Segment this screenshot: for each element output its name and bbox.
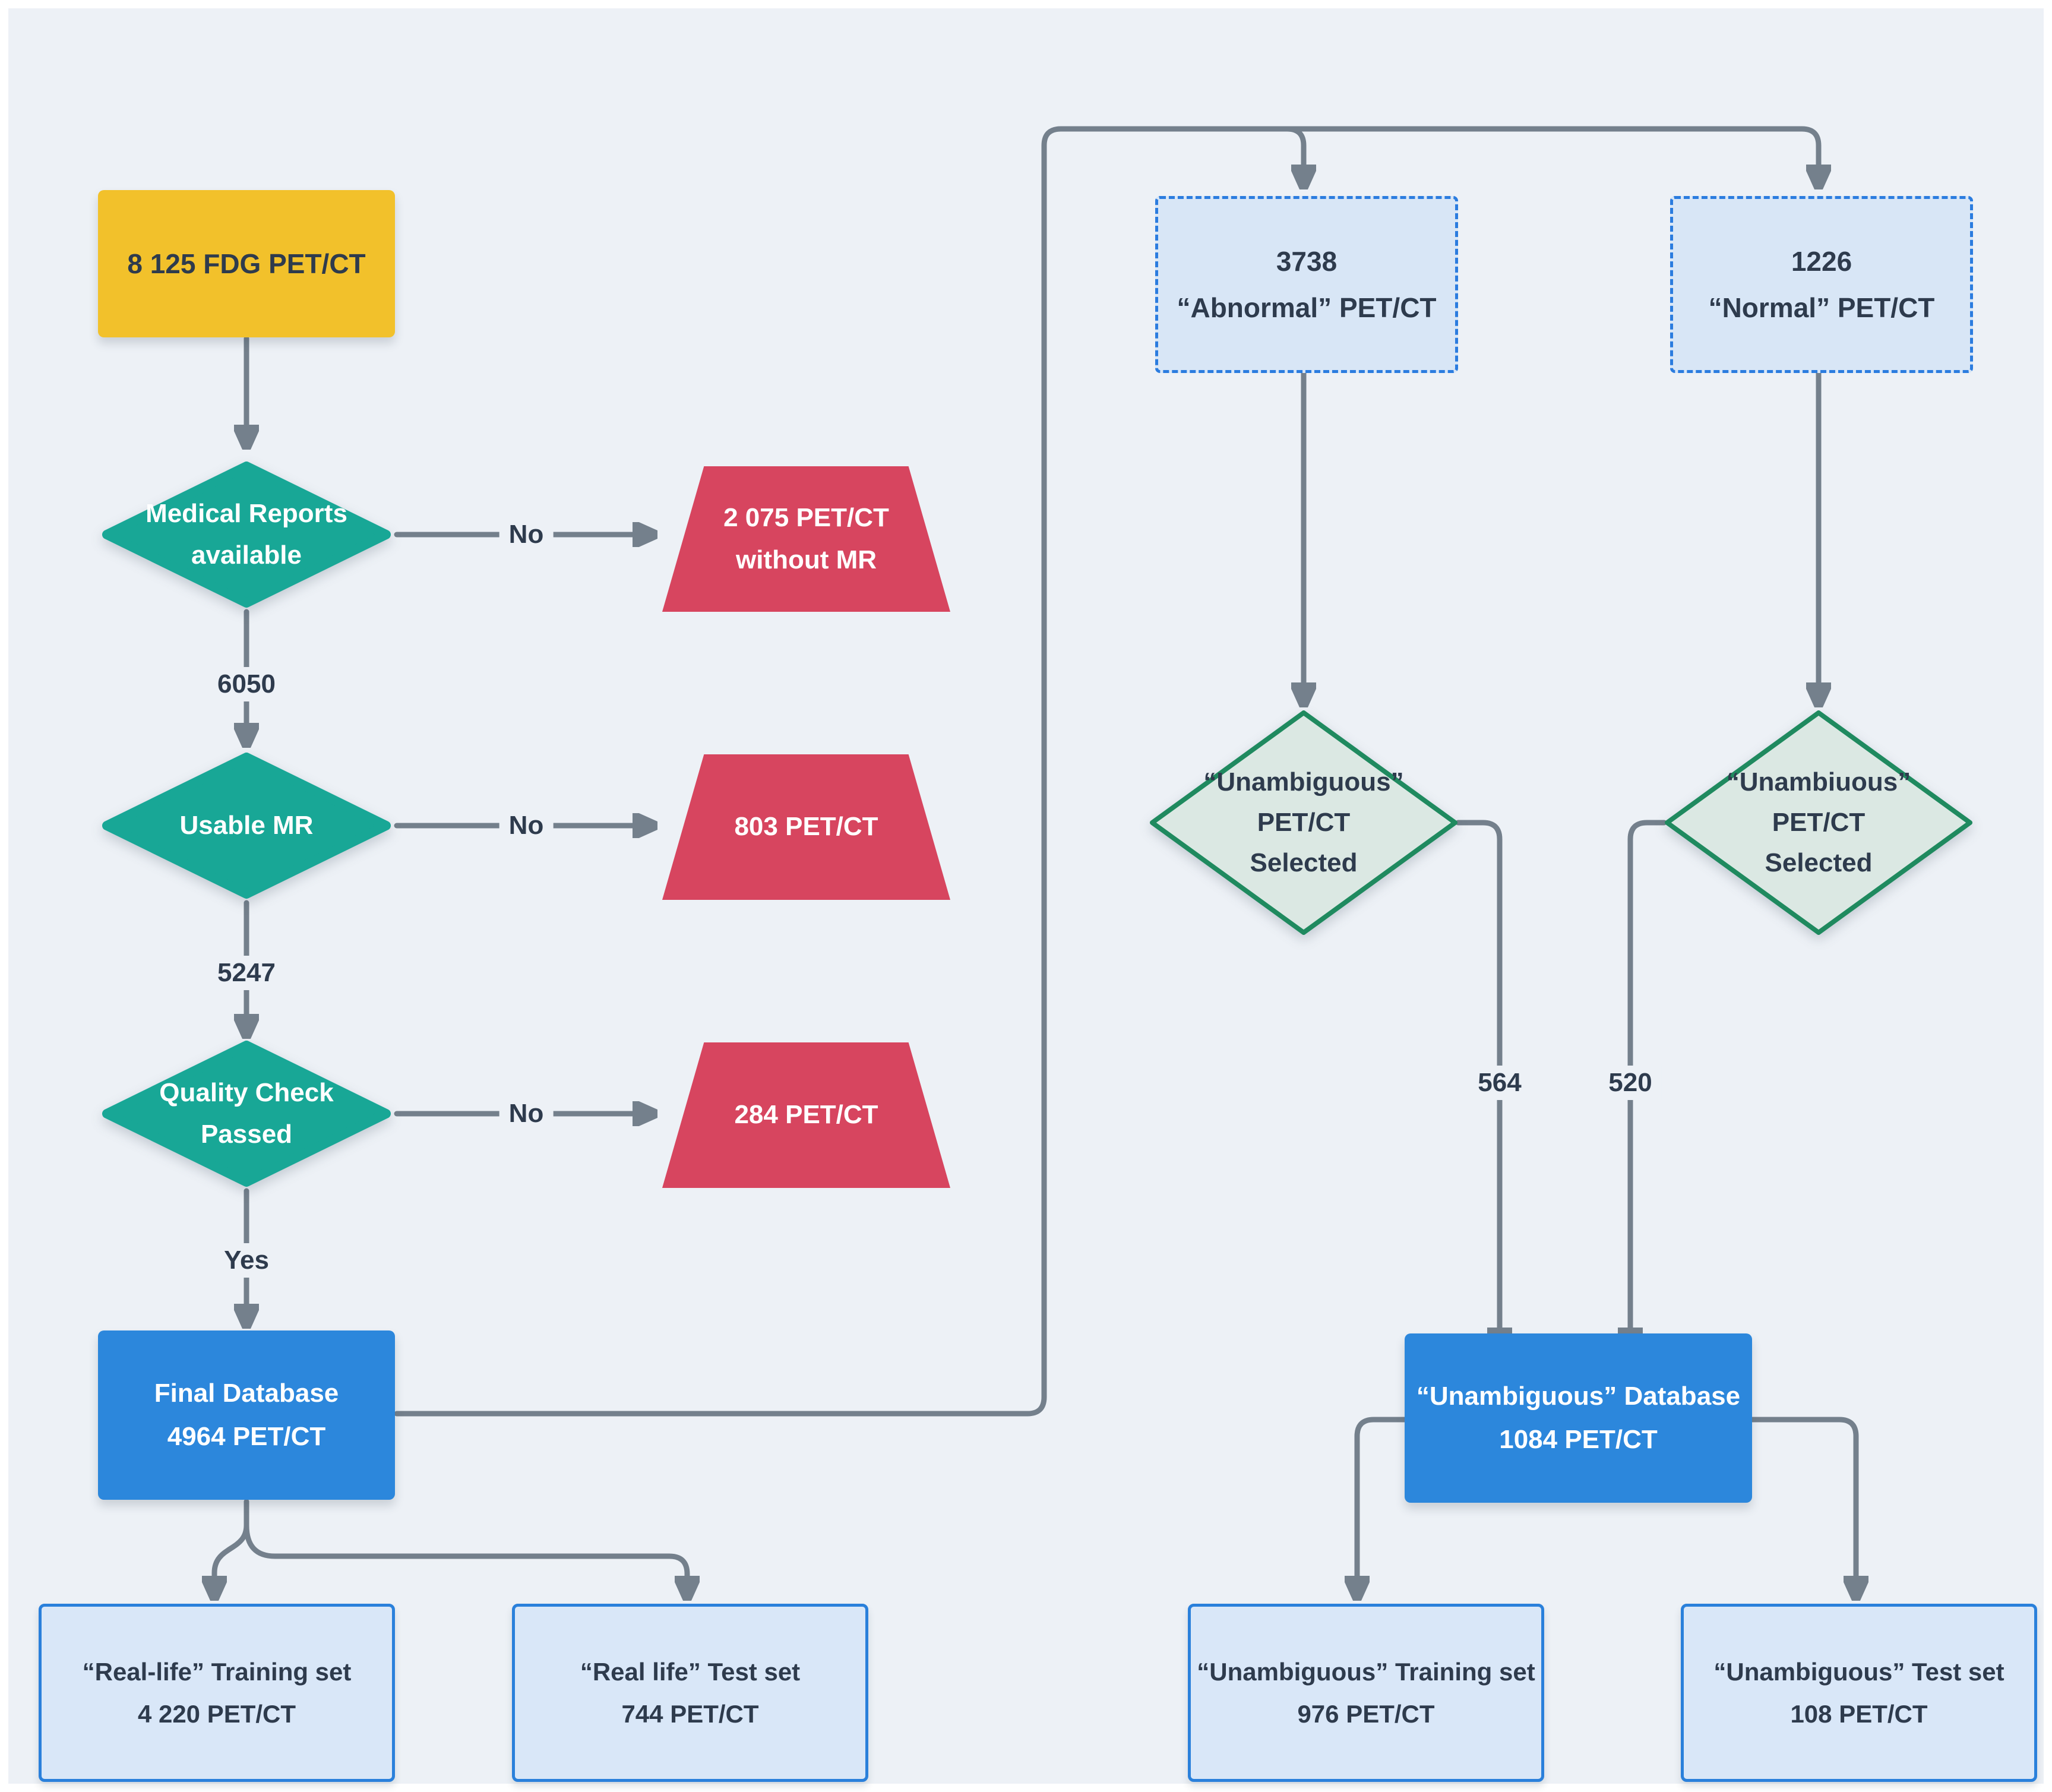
- unambiguous-database-line2: 1084 PET/CT: [1499, 1424, 1658, 1454]
- final-database-node: Final Database 4964 PET/CT: [98, 1330, 395, 1500]
- real-life-test-line2: 744 PET/CT: [621, 1700, 759, 1728]
- decision-quality-check-line1: Quality Check: [159, 1077, 334, 1107]
- edge-db-to-unambiguous-training: [1357, 1417, 1408, 1595]
- diamond-shape: [1665, 710, 1972, 935]
- start-label: 8 125 FDG PET/CT: [127, 248, 366, 279]
- unambiguous-training-line2: 976 PET/CT: [1297, 1700, 1435, 1728]
- abnormal-count: 3738: [1276, 245, 1338, 277]
- unambiguous-test-set-node: “Unambiguous” Test set 108 PET/CT: [1681, 1604, 2037, 1782]
- real-life-training-set-node: “Real-life” Training set 4 220 PET/CT: [39, 1604, 395, 1782]
- unambiguous-training-set-node: “Unambiguous” Training set 976 PET/CT: [1188, 1604, 1544, 1782]
- excluded-without-mr-node: 2 075 PET/CT without MR: [662, 466, 950, 612]
- unambiguous-test-line2: 108 PET/CT: [1790, 1700, 1928, 1728]
- diamond-shape: [1150, 710, 1457, 935]
- decision-medical-reports-line2: available: [191, 541, 302, 570]
- edge-label-no-quality: No: [499, 1096, 554, 1131]
- edge-db-to-unambiguous-test: [1749, 1417, 1856, 1595]
- edge-label-no-usable: No: [499, 808, 554, 843]
- decision-usable-mr-line1: Usable MR: [179, 810, 314, 840]
- diamond-shape: [102, 753, 391, 899]
- unambiguous-database-line1: “Unambiguous” Database: [1416, 1381, 1741, 1411]
- abnormal-petct-node: 3738 “Abnormal” PET/CT: [1155, 196, 1458, 373]
- edge-label-yes: Yes: [214, 1243, 279, 1278]
- edge-final-to-real-test: [244, 1522, 687, 1595]
- normal-petct-node: 1226 “Normal” PET/CT: [1670, 196, 1973, 373]
- excluded-unusable-mr-node: 803 PET/CT: [662, 754, 950, 900]
- selected-normal-line2: PET/CT: [1772, 807, 1866, 837]
- diamond-shape: [102, 462, 391, 608]
- selected-abnormal-line1: “Unambiguous”: [1203, 767, 1404, 797]
- start-node-fdg-petct: 8 125 FDG PET/CT: [98, 190, 395, 337]
- excluded-without-mr-line2: without MR: [735, 545, 877, 574]
- normal-count: 1226: [1791, 245, 1852, 277]
- selected-normal-line3: Selected: [1765, 848, 1873, 878]
- excluded-without-mr-line1: 2 075 PET/CT: [723, 503, 889, 533]
- edge-label-no-reports: No: [499, 517, 554, 552]
- edge-label-count-564: 564: [1468, 1066, 1531, 1100]
- unambiguous-database-node: “Unambiguous” Database 1084 PET/CT: [1405, 1333, 1752, 1503]
- selected-abnormal-line3: Selected: [1250, 848, 1358, 878]
- edge-selected-normal-to-db: [1630, 820, 1667, 1347]
- decision-quality-check-line2: Passed: [200, 1120, 293, 1149]
- final-database-line1: Final Database: [154, 1378, 339, 1408]
- real-life-training-line2: 4 220 PET/CT: [137, 1700, 296, 1728]
- selected-unambiguous-abnormal: “Unambiguous” PET/CT Selected: [1146, 707, 1461, 938]
- unambiguous-test-line1: “Unambiguous” Test set: [1713, 1657, 2004, 1686]
- edge-label-count-5247: 5247: [208, 956, 285, 990]
- edge-label-count-6050: 6050: [208, 667, 285, 701]
- decision-medical-reports-line1: Medical Reports: [146, 498, 347, 528]
- edge-selected-abnormal-to-db: [1455, 820, 1500, 1347]
- decision-usable-mr: Usable MR: [101, 751, 392, 900]
- real-life-training-line1: “Real-life” Training set: [82, 1657, 352, 1686]
- selected-abnormal-line2: PET/CT: [1257, 807, 1351, 837]
- normal-label: “Normal” PET/CT: [1708, 292, 1935, 323]
- real-life-test-line1: “Real life” Test set: [580, 1657, 801, 1686]
- real-life-test-set-node: “Real life” Test set 744 PET/CT: [512, 1604, 868, 1782]
- selected-normal-line1: “Unambiuous”: [1726, 767, 1911, 797]
- excluded-unusable-mr-line1: 803 PET/CT: [734, 812, 878, 842]
- edge-final-to-real-training: [214, 1499, 249, 1595]
- decision-medical-reports: Medical Reports available: [101, 460, 392, 609]
- selected-unambiguous-normal: “Unambiuous” PET/CT Selected: [1661, 707, 1976, 938]
- edge-label-count-520: 520: [1599, 1066, 1662, 1100]
- excluded-quality-node: 284 PET/CT: [662, 1042, 950, 1188]
- edge-final-to-abnormal: [1284, 126, 1304, 184]
- diamond-shape: [102, 1041, 391, 1187]
- excluded-quality-line1: 284 PET/CT: [734, 1100, 878, 1130]
- abnormal-label: “Abnormal” PET/CT: [1177, 292, 1437, 323]
- unambiguous-training-line1: “Unambiguous” Training set: [1197, 1657, 1535, 1686]
- edge-final-to-normal: [394, 126, 1819, 1417]
- final-database-line2: 4964 PET/CT: [167, 1421, 326, 1451]
- decision-quality-check: Quality Check Passed: [101, 1039, 392, 1188]
